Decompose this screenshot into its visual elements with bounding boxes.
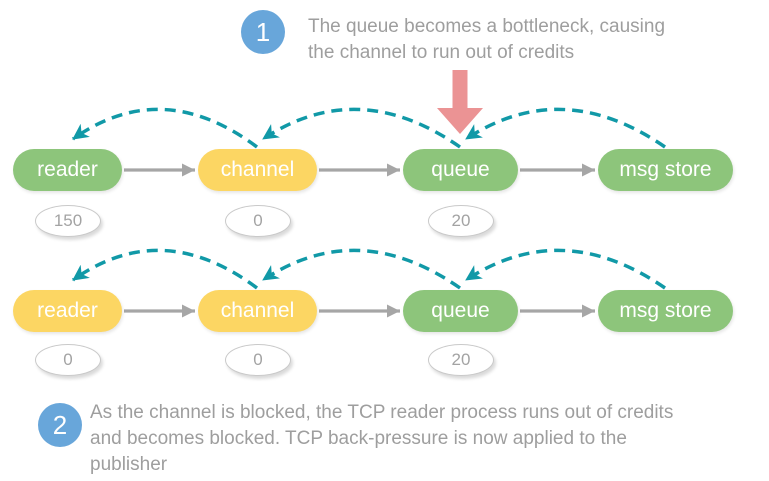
node-row1-channel: channel bbox=[198, 149, 317, 191]
credits-row1-queue: 20 bbox=[428, 205, 494, 237]
step-1-badge: 1 bbox=[241, 10, 285, 54]
step-2-line: and becomes blocked. TCP back-pressure i… bbox=[90, 428, 627, 449]
credits-row2-channel: 0 bbox=[225, 344, 291, 376]
credit-arc bbox=[465, 248, 666, 290]
step-1-line: the channel to run out of credits bbox=[308, 42, 575, 63]
step-2-badge: 2 bbox=[38, 403, 82, 447]
node-row2-queue: queue bbox=[403, 290, 518, 332]
credits-row2-queue: 20 bbox=[428, 344, 494, 376]
step-1-line: The queue becomes a bottleneck, causing bbox=[308, 16, 666, 37]
node-row2-msgstore: msg store bbox=[598, 290, 733, 332]
credit-arc bbox=[262, 248, 461, 290]
bottleneck-arrow-icon bbox=[437, 70, 483, 134]
step-1-text: The queue becomes a bottleneck, causing … bbox=[308, 14, 738, 66]
credits-row1-channel: 0 bbox=[225, 205, 291, 237]
credit-arc bbox=[71, 248, 259, 290]
step-2-line: publisher bbox=[90, 454, 168, 475]
node-row2-reader: reader bbox=[13, 290, 122, 332]
step-2-line: As the channel is blocked, the TCP reade… bbox=[90, 402, 674, 423]
node-row1-queue: queue bbox=[403, 149, 518, 191]
credit-arc bbox=[465, 107, 666, 149]
credit-arc bbox=[262, 107, 461, 149]
credits-row2-reader: 0 bbox=[35, 344, 101, 376]
node-row1-msgstore: msg store bbox=[598, 149, 733, 191]
step-2-text: As the channel is blocked, the TCP reade… bbox=[90, 400, 765, 478]
credits-row1-reader: 150 bbox=[35, 205, 101, 237]
node-row2-channel: channel bbox=[198, 290, 317, 332]
credit-arc bbox=[71, 107, 259, 149]
node-row1-reader: reader bbox=[13, 149, 122, 191]
